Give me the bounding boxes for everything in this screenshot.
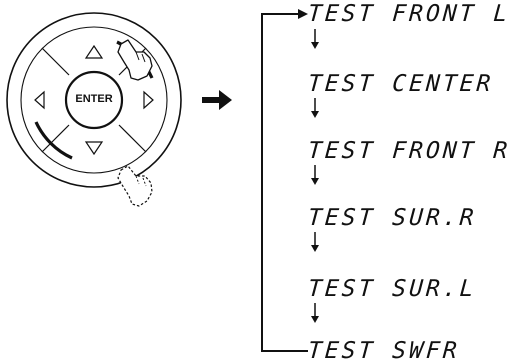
- step-test-front-l: TEST FRONT L: [307, 1, 512, 27]
- left-arrow-button[interactable]: [34, 90, 45, 110]
- enter-button[interactable]: [64, 70, 124, 130]
- enter-button-label: ENTER: [75, 93, 113, 105]
- right-arrow-button[interactable]: [143, 90, 154, 110]
- down-arrow-icon: [84, 141, 104, 156]
- flow-arrow-icon: [202, 90, 232, 110]
- step-down-arrow-icon: [311, 303, 319, 323]
- pad-divider: [118, 124, 147, 153]
- hand-press-dotted-icon: [117, 165, 153, 207]
- step-down-arrow-icon: [311, 165, 319, 185]
- step-down-arrow-icon: [311, 98, 319, 118]
- remote-pad: [6, 12, 182, 207]
- right-arrow-icon: [143, 90, 154, 110]
- step-down-arrow-icon: [311, 232, 319, 252]
- pad-shadow-edge: [34, 121, 73, 160]
- step-test-center: TEST CENTER: [307, 71, 495, 97]
- step-test-sur-r: TEST SUR.R: [307, 205, 478, 231]
- pad-inner-ring: [20, 26, 168, 174]
- hand-press-icon: [117, 39, 153, 81]
- up-arrow-icon: [84, 44, 104, 59]
- step-test-front-r: TEST FRONT R: [307, 138, 512, 164]
- pad-divider: [41, 124, 70, 153]
- bracket-arrowhead-icon: [298, 9, 308, 19]
- step-down-arrow-icon: [311, 29, 319, 49]
- step-connectors: [311, 29, 319, 323]
- pad-divider: [41, 47, 70, 76]
- down-arrow-button[interactable]: [84, 141, 104, 156]
- left-arrow-icon: [34, 90, 45, 110]
- step-test-swfr: TEST SWFR: [307, 338, 461, 364]
- enter-button-ring: [64, 70, 124, 130]
- up-arrow-button[interactable]: [84, 44, 104, 59]
- step-test-sur-l: TEST SUR.L: [307, 276, 478, 302]
- cycle-bracket: [261, 9, 308, 352]
